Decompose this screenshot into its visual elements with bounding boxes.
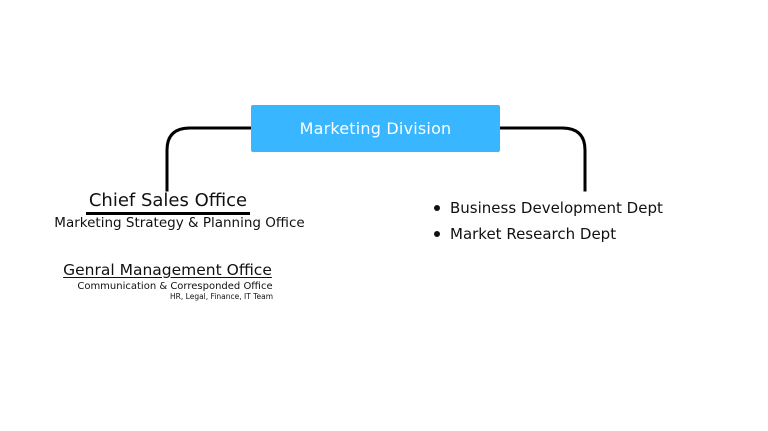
- chief-sales-office-title: Chief Sales Office: [88, 190, 248, 211]
- left-connector: [165, 126, 253, 192]
- chief-sales-office-underline: [86, 212, 250, 215]
- department-label: Business Development Dept: [450, 199, 663, 217]
- bullet-icon: [434, 205, 440, 211]
- chief-sales-office-subtitle: Marketing Strategy & Planning Office: [54, 215, 305, 231]
- right-connector: [498, 126, 587, 192]
- list-item: Business Development Dept: [432, 195, 663, 221]
- marketing-division-node[interactable]: Marketing Division: [251, 105, 500, 152]
- general-management-office-title: Genral Management Office: [63, 261, 272, 279]
- list-item: Market Research Dept: [432, 221, 663, 247]
- department-label: Market Research Dept: [450, 225, 617, 243]
- bullet-icon: [434, 231, 440, 237]
- general-management-office-line1: Communication & Corresponded Office: [77, 281, 273, 292]
- general-management-office-line2: HR, Legal, Finance, IT Team: [170, 292, 273, 301]
- marketing-division-label: Marketing Division: [299, 119, 452, 138]
- department-list: Business Development Dept Market Researc…: [432, 195, 663, 247]
